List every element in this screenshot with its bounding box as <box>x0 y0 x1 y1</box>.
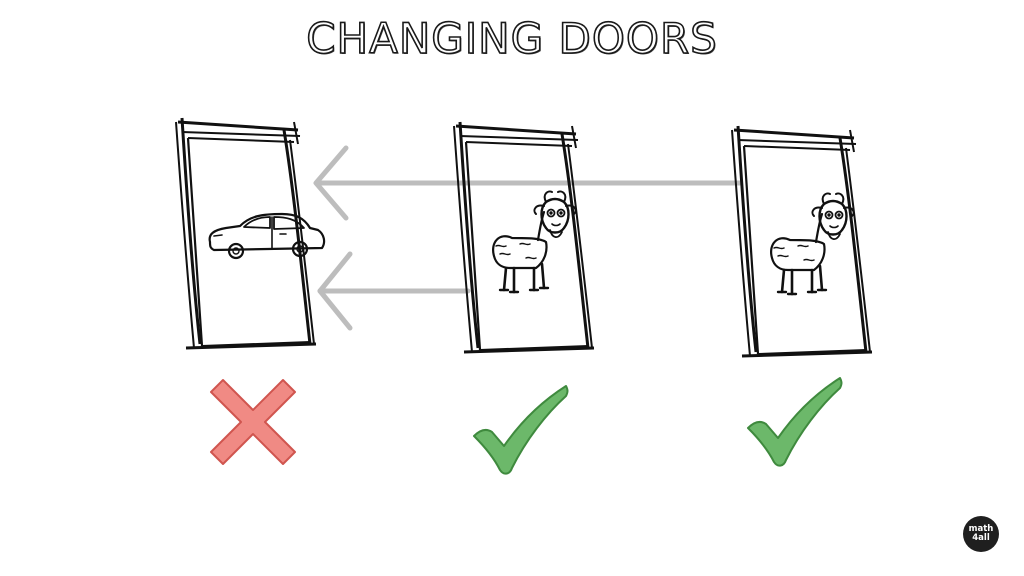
cross-icon <box>210 379 296 465</box>
door-2 <box>452 120 596 354</box>
arrow-bottom <box>317 251 471 331</box>
arrow-top <box>313 145 743 221</box>
car-icon <box>208 212 326 260</box>
check-icon <box>747 377 843 467</box>
diagram-title: CHANGING DOORS <box>305 13 718 64</box>
goat-icon <box>491 190 577 294</box>
door-1 <box>174 116 318 350</box>
logo-line-1: math <box>968 524 994 534</box>
logo-line-2: 4all <box>972 533 990 543</box>
check-icon <box>473 385 569 475</box>
math4all-logo: math 4all <box>963 516 999 552</box>
goat-icon <box>769 192 855 296</box>
